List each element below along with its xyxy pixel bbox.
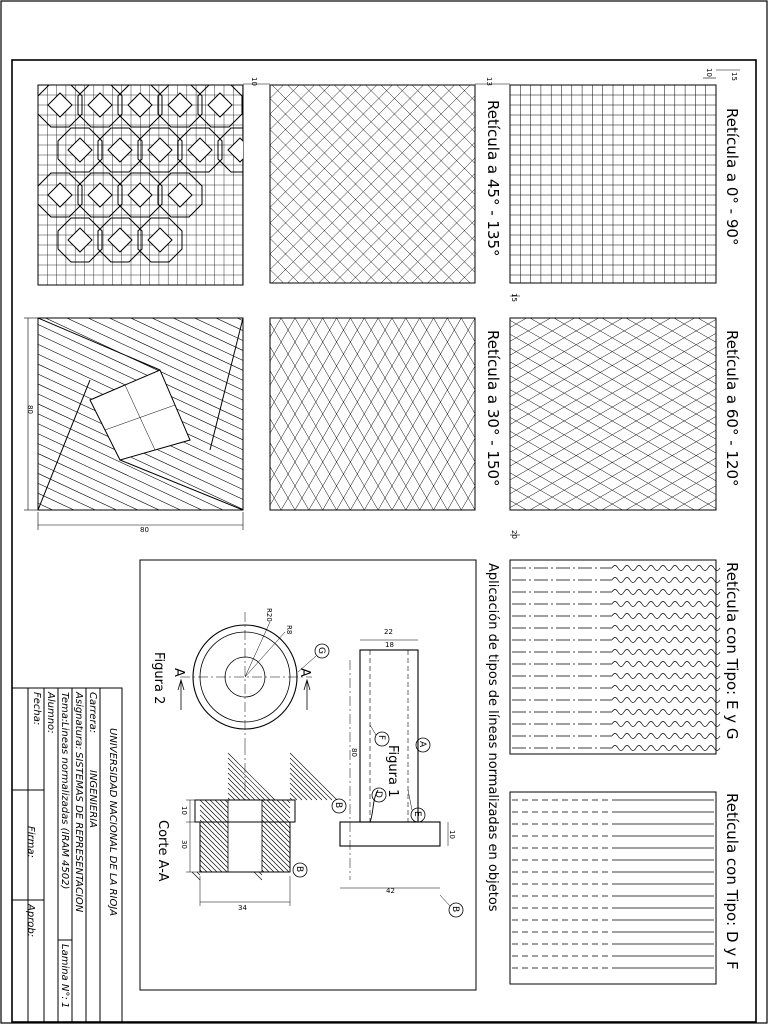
dim-22: 22 (384, 628, 393, 636)
section-label: Corte A-A (155, 820, 170, 882)
callout-f: F (376, 735, 386, 741)
dim-13: 13 (485, 77, 493, 86)
section-a-right: A (297, 668, 312, 677)
label-type-d-f: Retícula con Tipo: D y F (723, 793, 741, 970)
panel-grid-60-120 (509, 317, 717, 511)
panel-application (139, 559, 477, 991)
dim-80-vertical: 80 (26, 405, 34, 414)
tb-topic-label: Tema: (59, 692, 70, 723)
label-grid-30-150: Retícula a 30° - 150° (484, 330, 502, 487)
dim-10-right: 10 (705, 68, 713, 77)
tb-approved-label: Aprob: (25, 904, 36, 938)
dim-18: 18 (385, 641, 394, 649)
label-grid-45-135: Retícula a 45° - 135° (484, 100, 502, 257)
label-grid-0-90: Retícula a 0° - 90° (723, 108, 741, 246)
tb-career-label: Carrera: (87, 692, 98, 734)
figure1-label: Figura 1 (385, 745, 400, 798)
dim-10-top: 10 (250, 77, 258, 86)
dim-42: 42 (386, 887, 395, 895)
callout-b-2: B (294, 866, 304, 873)
label-application: Aplicación de tipos de líneas normalizad… (485, 563, 500, 912)
tb-topic-value: Lineas normalizadas (IRAM 4502) (59, 722, 70, 890)
dim-34: 34 (238, 904, 247, 912)
label-type-e-g: Retícula con Tipo: E y G (723, 562, 741, 740)
title-block (11, 687, 123, 1023)
figure2-label: Figura 2 (151, 652, 166, 705)
callout-b-3: B (450, 906, 460, 913)
dim-10-figure: 10 (448, 830, 456, 839)
dim-80-horizontal: 80 (140, 526, 149, 534)
callout-g: G (316, 647, 326, 654)
tb-subject-value: SISTEMAS DE REPRESENTACION (73, 752, 84, 913)
tb-signature-label: Firma: (25, 826, 36, 858)
callout-d: D (373, 791, 383, 798)
dim-30-section: 30 (180, 840, 188, 849)
dim-15-mid: 15 (510, 293, 518, 302)
panel-grid-30-150 (269, 317, 476, 511)
tb-student-label: Alumno: (45, 692, 56, 734)
dim-15-right: 15 (730, 72, 738, 81)
section-a-left: A (171, 668, 186, 677)
panel-type-e-g (509, 559, 717, 755)
dim-20: 20 (510, 530, 518, 539)
dim-r8: R8 (285, 625, 293, 635)
application-figures (177, 612, 464, 918)
tb-sheet-value: 1 (59, 1002, 70, 1009)
callout-b-1: B (333, 802, 343, 809)
dim-10-section: 10 (180, 806, 188, 815)
tb-career-value: INGENIERIA (87, 770, 98, 828)
callout-a: A (417, 741, 427, 748)
panel-grid-45-135 (269, 84, 476, 284)
tb-sheet-label: Lamina N°: (59, 944, 70, 1000)
dim-80-figure: 80 (350, 748, 358, 757)
tb-university: UNIVERSIDAD NACIONAL DE LA RIOJA (107, 728, 118, 917)
label-grid-60-120: Retícula a 60° - 120° (723, 330, 741, 487)
tb-date-label: Fecha: (31, 692, 42, 726)
tb-subject-label: Asignatura: (73, 692, 84, 750)
dim-r20: R20 (265, 608, 273, 622)
panel-type-d-f (509, 791, 717, 985)
callout-e: E (412, 811, 422, 817)
